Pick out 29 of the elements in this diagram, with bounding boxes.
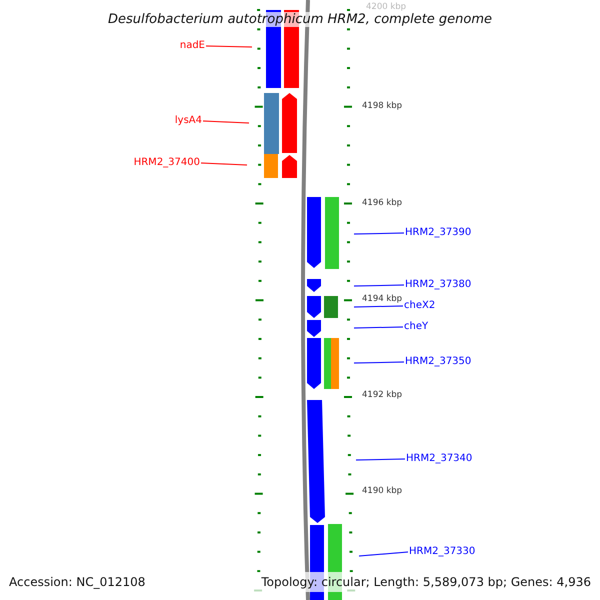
scale-label: 4190 kbp (362, 486, 402, 496)
leader-line (354, 284, 404, 286)
gene-label: HRM2_37340 (406, 453, 472, 465)
leader-line (356, 458, 406, 460)
scale-label: 4200 kbp (366, 2, 406, 12)
gene-label: nadE (180, 40, 205, 52)
gene-label: HRM2_37390 (405, 227, 472, 239)
leader-line (202, 120, 250, 124)
footer-text: Accession: NC_012108 (9, 575, 146, 589)
gene-label: HRM2_37380 (405, 279, 472, 291)
gene-label: lysA4 (174, 115, 202, 127)
scale-label: 4194 kbp (362, 294, 402, 304)
leader-line (354, 306, 404, 308)
gene-label: cheY (404, 321, 428, 333)
leader-line (354, 232, 404, 234)
gene-label: HRM2_37330 (409, 546, 476, 558)
leader-line (354, 362, 404, 364)
gene-label: cheX2 (404, 300, 436, 312)
scale-label: 4192 kbp (362, 390, 402, 400)
scale-label: 4198 kbp (362, 101, 402, 111)
gene-label: HRM2_37350 (405, 356, 472, 368)
leader-line (200, 162, 248, 166)
title: Desulfobacterium autotrophicum HRM2, complete genome (106, 12, 494, 27)
leader-line (358, 552, 408, 556)
scale-label: 4196 kbp (362, 198, 402, 208)
leader-line (206, 46, 252, 48)
gene-label: HRM2_37400 (134, 157, 200, 169)
footer-text: Topology: circular; Length: 5,589,073 bp; Genes: 4,936 (261, 575, 591, 589)
leader-line (354, 326, 404, 328)
